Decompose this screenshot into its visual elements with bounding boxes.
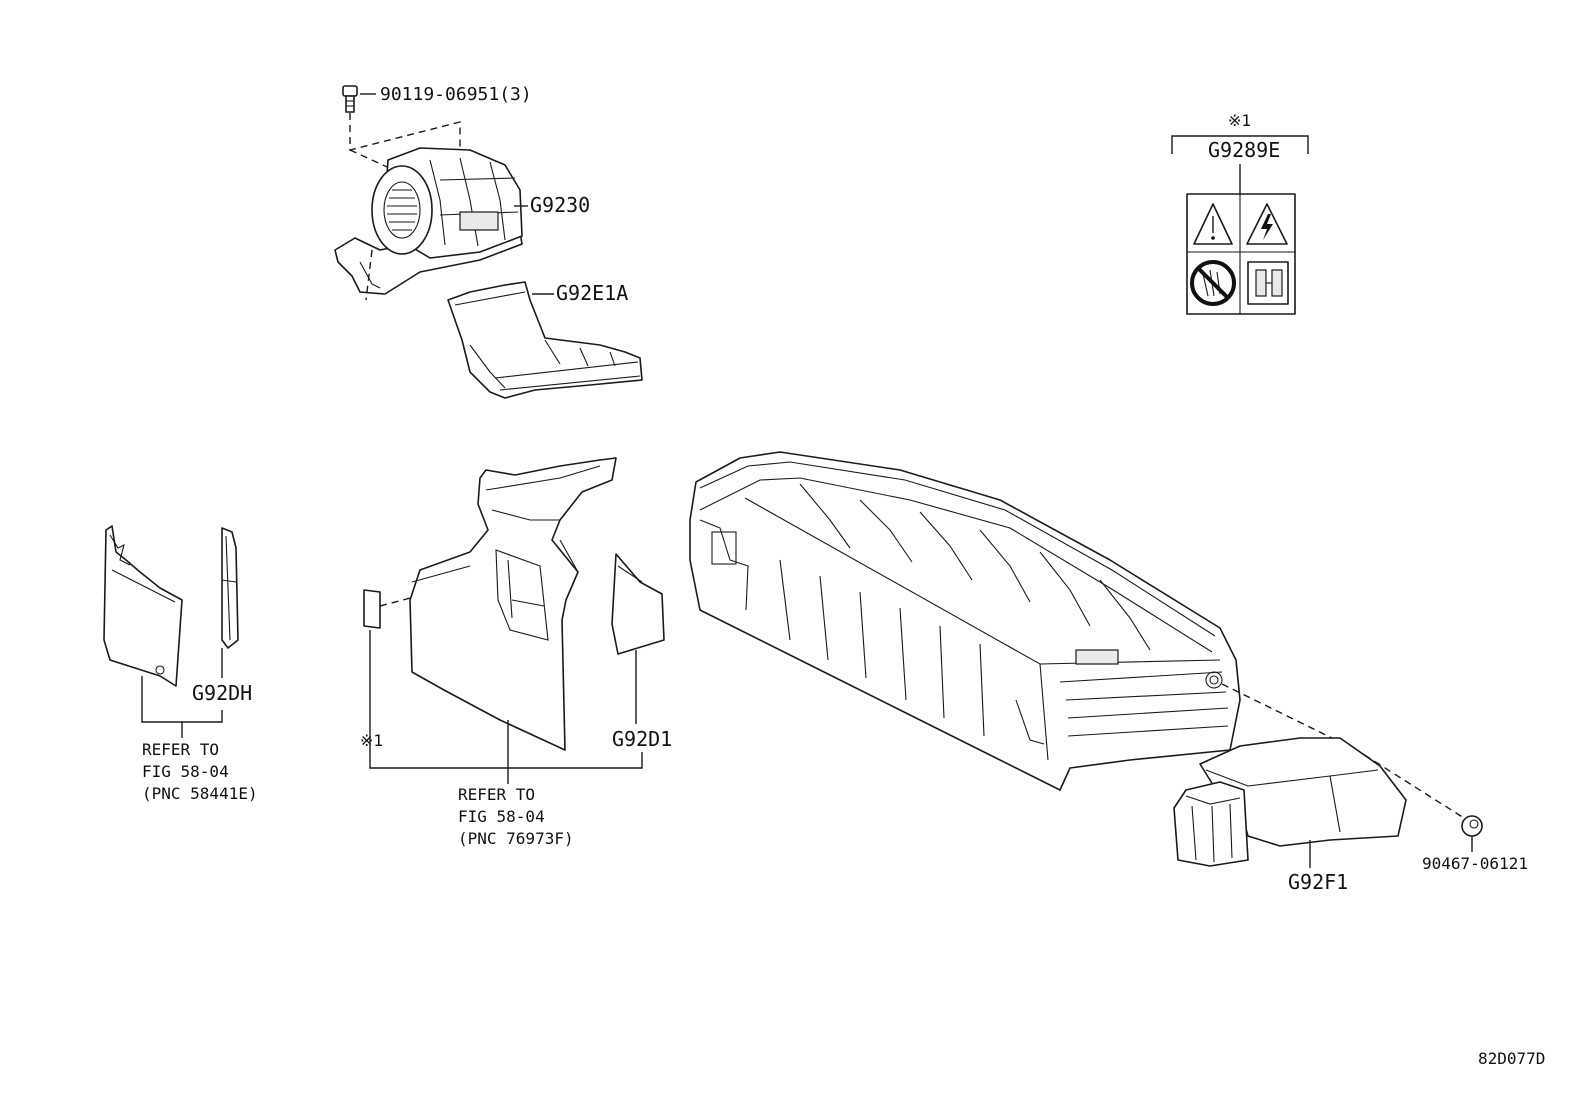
battery-guide-line [1221, 683, 1337, 741]
duct-part-number: G92E1A [556, 281, 628, 305]
diagram-code: 82D077D [1478, 1049, 1545, 1068]
center-note: ※1 [360, 731, 383, 750]
label-note: ※1 [1228, 111, 1251, 130]
label-part-number: G9289E [1208, 138, 1280, 162]
left-cover-part-number: G92DH [192, 681, 252, 705]
center-reference-bracket [369, 630, 643, 769]
high-voltage-icon [1246, 203, 1288, 245]
center-cover-part-number: G92D1 [612, 727, 672, 751]
bolt-part[interactable] [342, 85, 358, 113]
warning-triangle-icon [1193, 203, 1233, 245]
left-side-panel[interactable] [221, 527, 239, 649]
clip-part[interactable] [1461, 815, 1483, 837]
bolt-guide-line [349, 113, 461, 151]
center-side-panel[interactable] [611, 553, 665, 655]
blower-part-number: G9230 [530, 193, 590, 217]
clip-part-number: 90467-06121 [1422, 854, 1528, 873]
caution-label[interactable] [1186, 193, 1296, 315]
battery-cover[interactable] [1173, 737, 1407, 867]
center-reference-line-2: FIG 58-04 [458, 807, 545, 826]
blower-guide-line [365, 249, 373, 301]
left-reference-line-1: REFER TO [142, 740, 219, 759]
bolt-guide-line-2 [349, 149, 399, 173]
blower-assembly[interactable] [334, 147, 523, 295]
air-duct[interactable] [447, 281, 643, 399]
label-bracket [1171, 135, 1309, 154]
center-reference-line-3: (PNC 76973F) [458, 829, 574, 848]
center-reference-line-1: REFER TO [458, 785, 535, 804]
hybrid-battery-assembly[interactable] [689, 451, 1241, 791]
center-cover-panel[interactable] [409, 457, 617, 751]
bolt-part-number: 90119-06951(3) [380, 84, 532, 105]
left-reference-line-2: FIG 58-04 [142, 762, 229, 781]
no-touch-icon [1190, 260, 1236, 306]
left-cover-panel[interactable] [103, 525, 183, 687]
manual-icon [1247, 261, 1289, 305]
left-reference-line-3: (PNC 58441E) [142, 784, 258, 803]
small-pad[interactable] [363, 589, 381, 629]
battery-cover-part-number: G92F1 [1288, 870, 1348, 894]
